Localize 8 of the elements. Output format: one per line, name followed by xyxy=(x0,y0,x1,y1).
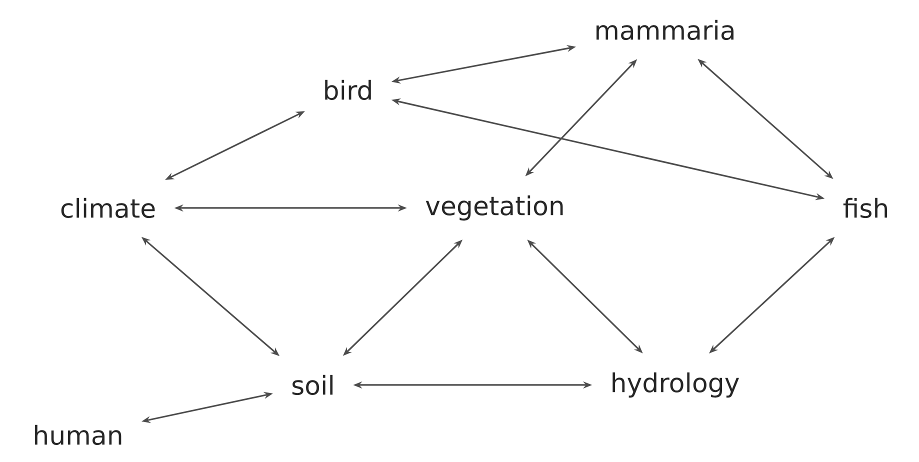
node-label: fish xyxy=(843,198,887,218)
node-label: human xyxy=(35,424,122,446)
node-label: vegetation xyxy=(426,195,563,221)
node-label: soil xyxy=(292,374,333,396)
node-label: mammaria xyxy=(596,20,734,40)
node-label: climate xyxy=(61,198,155,218)
node-label: bird xyxy=(325,80,371,100)
node-label: hydrology xyxy=(612,372,739,398)
